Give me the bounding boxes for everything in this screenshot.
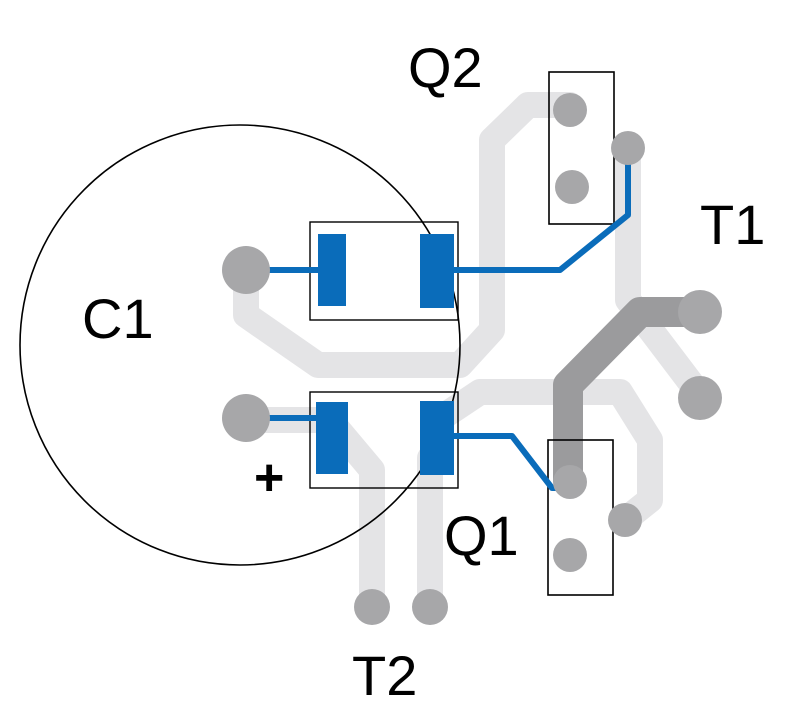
trace-t1-to-q1 (553, 297, 700, 482)
q2-pad-3 (555, 170, 589, 204)
q1-pad-3 (553, 538, 587, 572)
t1-pad-2 (678, 376, 722, 420)
label-t2: T2 (352, 644, 417, 707)
capacitor-c1-outline (19, 124, 461, 566)
smd-pad (316, 402, 348, 474)
label-t1: T1 (700, 193, 765, 256)
t2-pad-1 (354, 589, 390, 625)
t2-pad-2 (412, 589, 448, 625)
t1-pad-1 (678, 290, 722, 334)
smd-pad (420, 234, 454, 308)
smd-pad (318, 234, 346, 306)
smd-lower-outline (309, 391, 459, 489)
q2-pad-2 (611, 131, 645, 165)
smd-pads (316, 234, 454, 475)
label-c1: C1 (82, 287, 154, 350)
smd-pad (420, 401, 454, 475)
trace-upper-right-to-q2 (438, 148, 631, 273)
trace-cap-to-q1-right (425, 379, 663, 533)
q1-pad-2 (608, 503, 642, 537)
label-plus: + (254, 449, 284, 507)
trace-c1-pad-to-q2 (233, 92, 583, 378)
c1-lower-pad (222, 394, 270, 442)
label-q2: Q2 (408, 36, 483, 99)
q1-pad-1 (553, 465, 587, 499)
c1-upper-pad (222, 246, 270, 294)
q2-pad-1 (553, 93, 587, 127)
trace-q2-to-t1-lower (615, 135, 713, 408)
label-q1: Q1 (444, 504, 519, 567)
through-hole-pads (222, 93, 722, 625)
